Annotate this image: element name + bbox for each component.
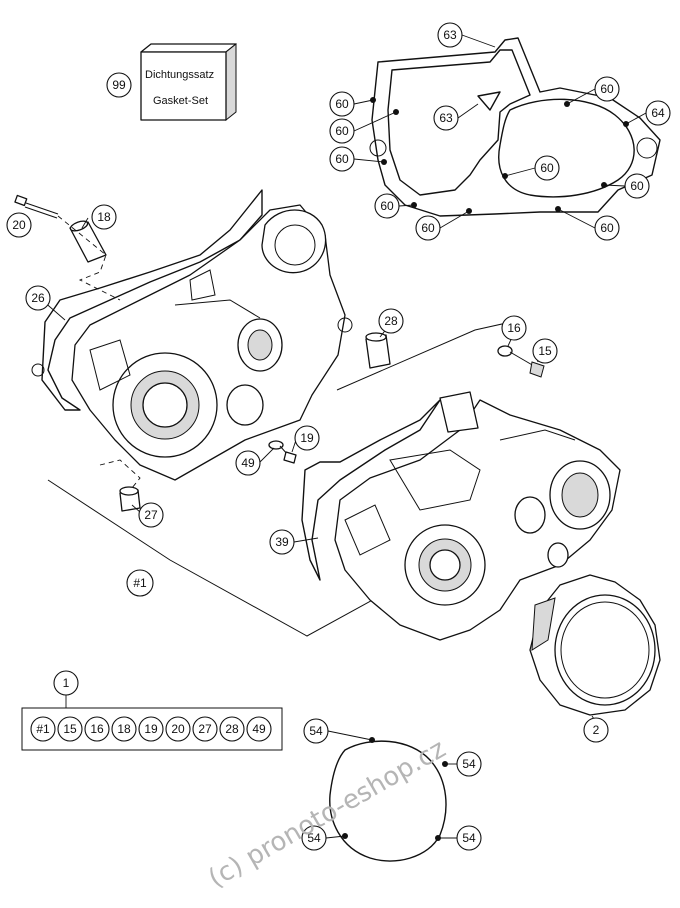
engine-case-left (31, 189, 353, 481)
callout-99: 99 (106, 72, 132, 98)
svg-text:15: 15 (538, 344, 552, 358)
kit-item: 20 (165, 716, 191, 742)
gasket-set-box: Dichtungssatz Gasket-Set (140, 42, 237, 122)
callout-15: 15 (532, 338, 558, 364)
callout-60-e: 60 (415, 215, 441, 241)
kit-item: 18 (111, 716, 137, 742)
kit-item: 19 (138, 716, 164, 742)
callout-60-g: 60 (534, 155, 560, 181)
gasket-set-label-en: Gasket-Set (153, 95, 208, 107)
svg-text:60: 60 (421, 221, 435, 235)
screw-19-washer-49 (268, 440, 297, 464)
svg-text:54: 54 (309, 724, 323, 738)
repair-kit-box (21, 707, 283, 751)
svg-text:99: 99 (112, 78, 126, 92)
callout-set-1: #1 (126, 569, 154, 597)
callout-54-d: 54 (456, 825, 482, 851)
svg-text:49: 49 (252, 722, 266, 736)
svg-text:28: 28 (225, 722, 239, 736)
svg-text:63: 63 (439, 111, 453, 125)
callout-63-top: 63 (437, 22, 463, 48)
gasket-set-label-de: Dichtungssatz (145, 69, 214, 81)
svg-text:18: 18 (117, 722, 131, 736)
callout-19: 19 (294, 425, 320, 451)
svg-text:16: 16 (507, 321, 521, 335)
kit-item: #1 (30, 716, 56, 742)
callout-27: 27 (138, 502, 164, 528)
watermark: (c) pronoto-eshop.cz (204, 734, 451, 894)
callout-20: 20 (6, 212, 32, 238)
svg-text:18: 18 (97, 210, 111, 224)
ignition-cover (529, 574, 661, 716)
svg-text:27: 27 (144, 508, 158, 522)
sleeve-28 (365, 332, 391, 369)
callout-54-a: 54 (303, 718, 329, 744)
svg-text:28: 28 (384, 314, 398, 328)
callout-1: 1 (53, 670, 79, 696)
callout-60-c: 60 (329, 146, 355, 172)
svg-text:54: 54 (462, 757, 476, 771)
svg-text:60: 60 (630, 179, 644, 193)
callout-60-b: 60 (329, 118, 355, 144)
svg-text:60: 60 (600, 221, 614, 235)
svg-text:60: 60 (335, 97, 349, 111)
callout-63-mid: 63 (433, 105, 459, 131)
callout-64: 64 (645, 100, 671, 126)
callout-28: 28 (378, 308, 404, 334)
svg-text:64: 64 (651, 106, 665, 120)
svg-text:2: 2 (593, 723, 600, 737)
callout-60-h: 60 (624, 173, 650, 199)
svg-text:15: 15 (63, 722, 77, 736)
kit-item: 27 (192, 716, 218, 742)
callout-60-a: 60 (329, 91, 355, 117)
screw-20 (14, 194, 59, 219)
callout-2: 2 (583, 717, 609, 743)
kit-item: 15 (57, 716, 83, 742)
kit-item: 16 (84, 716, 110, 742)
svg-text:1: 1 (63, 676, 70, 690)
callout-26: 26 (25, 285, 51, 311)
svg-text:#1: #1 (133, 576, 147, 590)
svg-text:16: 16 (90, 722, 104, 736)
svg-text:60: 60 (335, 124, 349, 138)
callout-16: 16 (501, 315, 527, 341)
right-case-leaders (293, 537, 319, 543)
callout-54-c: 54 (301, 825, 327, 851)
callout-39: 39 (269, 529, 295, 555)
cylinder-base-gasket (369, 37, 661, 217)
callout-60-i: 60 (594, 215, 620, 241)
svg-text:60: 60 (380, 199, 394, 213)
kit-item: 28 (219, 716, 245, 742)
engine-case-right (301, 391, 621, 641)
callout-18: 18 (91, 204, 117, 230)
svg-text:20: 20 (12, 218, 26, 232)
dowel-sleeve-18 (57, 215, 121, 301)
callout-60-f: 60 (594, 76, 620, 102)
svg-text:49: 49 (241, 456, 255, 470)
gasket-callout-leaders (353, 34, 647, 229)
callout-60-d: 60 (374, 193, 400, 219)
svg-text:39: 39 (275, 535, 289, 549)
gasket-54-leaders (325, 730, 457, 839)
callout-49: 49 (235, 450, 261, 476)
svg-text:60: 60 (335, 152, 349, 166)
svg-text:19: 19 (144, 722, 158, 736)
svg-text:54: 54 (307, 831, 321, 845)
washer-16-screw-15 (497, 345, 545, 378)
dowel-27 (99, 459, 141, 512)
svg-text:19: 19 (300, 431, 314, 445)
svg-text:60: 60 (540, 161, 554, 175)
callout-54-b: 54 (456, 751, 482, 777)
svg-text:20: 20 (171, 722, 185, 736)
svg-text:60: 60 (600, 82, 614, 96)
svg-text:27: 27 (198, 722, 212, 736)
repair-kit-items: #1 15 16 18 19 20 27 28 49 (30, 716, 272, 742)
kit-item: 49 (246, 716, 272, 742)
svg-text:63: 63 (443, 28, 457, 42)
svg-text:#1: #1 (36, 722, 50, 736)
svg-text:54: 54 (462, 831, 476, 845)
svg-text:26: 26 (31, 291, 45, 305)
